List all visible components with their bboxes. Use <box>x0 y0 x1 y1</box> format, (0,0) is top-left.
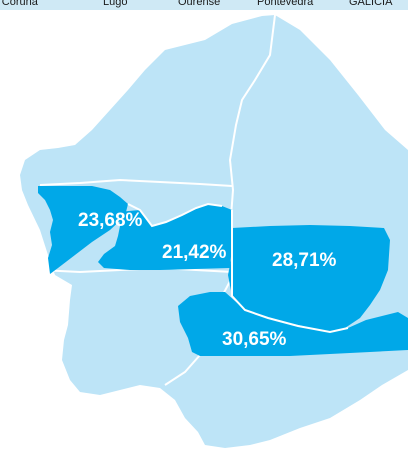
province-border-coruna-pontevedra <box>39 178 233 187</box>
band-ourense <box>228 225 390 332</box>
legend-item-galicia: GALICIA <box>349 0 393 8</box>
value-label-pontevedra: 30,65% <box>222 329 287 350</box>
band-separator <box>231 210 349 334</box>
legend-item-pontevedra: Pontevedra <box>257 0 314 8</box>
band-pontevedra <box>178 292 408 356</box>
legend-item-ourense: Ourense <box>178 0 221 8</box>
value-label-ourense: 28,71% <box>272 250 337 271</box>
legend-item-a-coruna: A Coruña <box>0 0 38 8</box>
band-a-coruna <box>38 186 128 274</box>
band-lugo <box>98 204 232 270</box>
province-border-south <box>39 266 233 274</box>
value-label-a-coruna: 23,68% <box>78 210 143 231</box>
band-separator-top <box>127 202 223 228</box>
value-label-lugo: 21,42% <box>162 242 227 263</box>
legend-bar: A Coruña Lugo Ourense Pontevedra GALICIA <box>0 0 408 10</box>
legend-item-lugo: Lugo <box>103 0 128 8</box>
